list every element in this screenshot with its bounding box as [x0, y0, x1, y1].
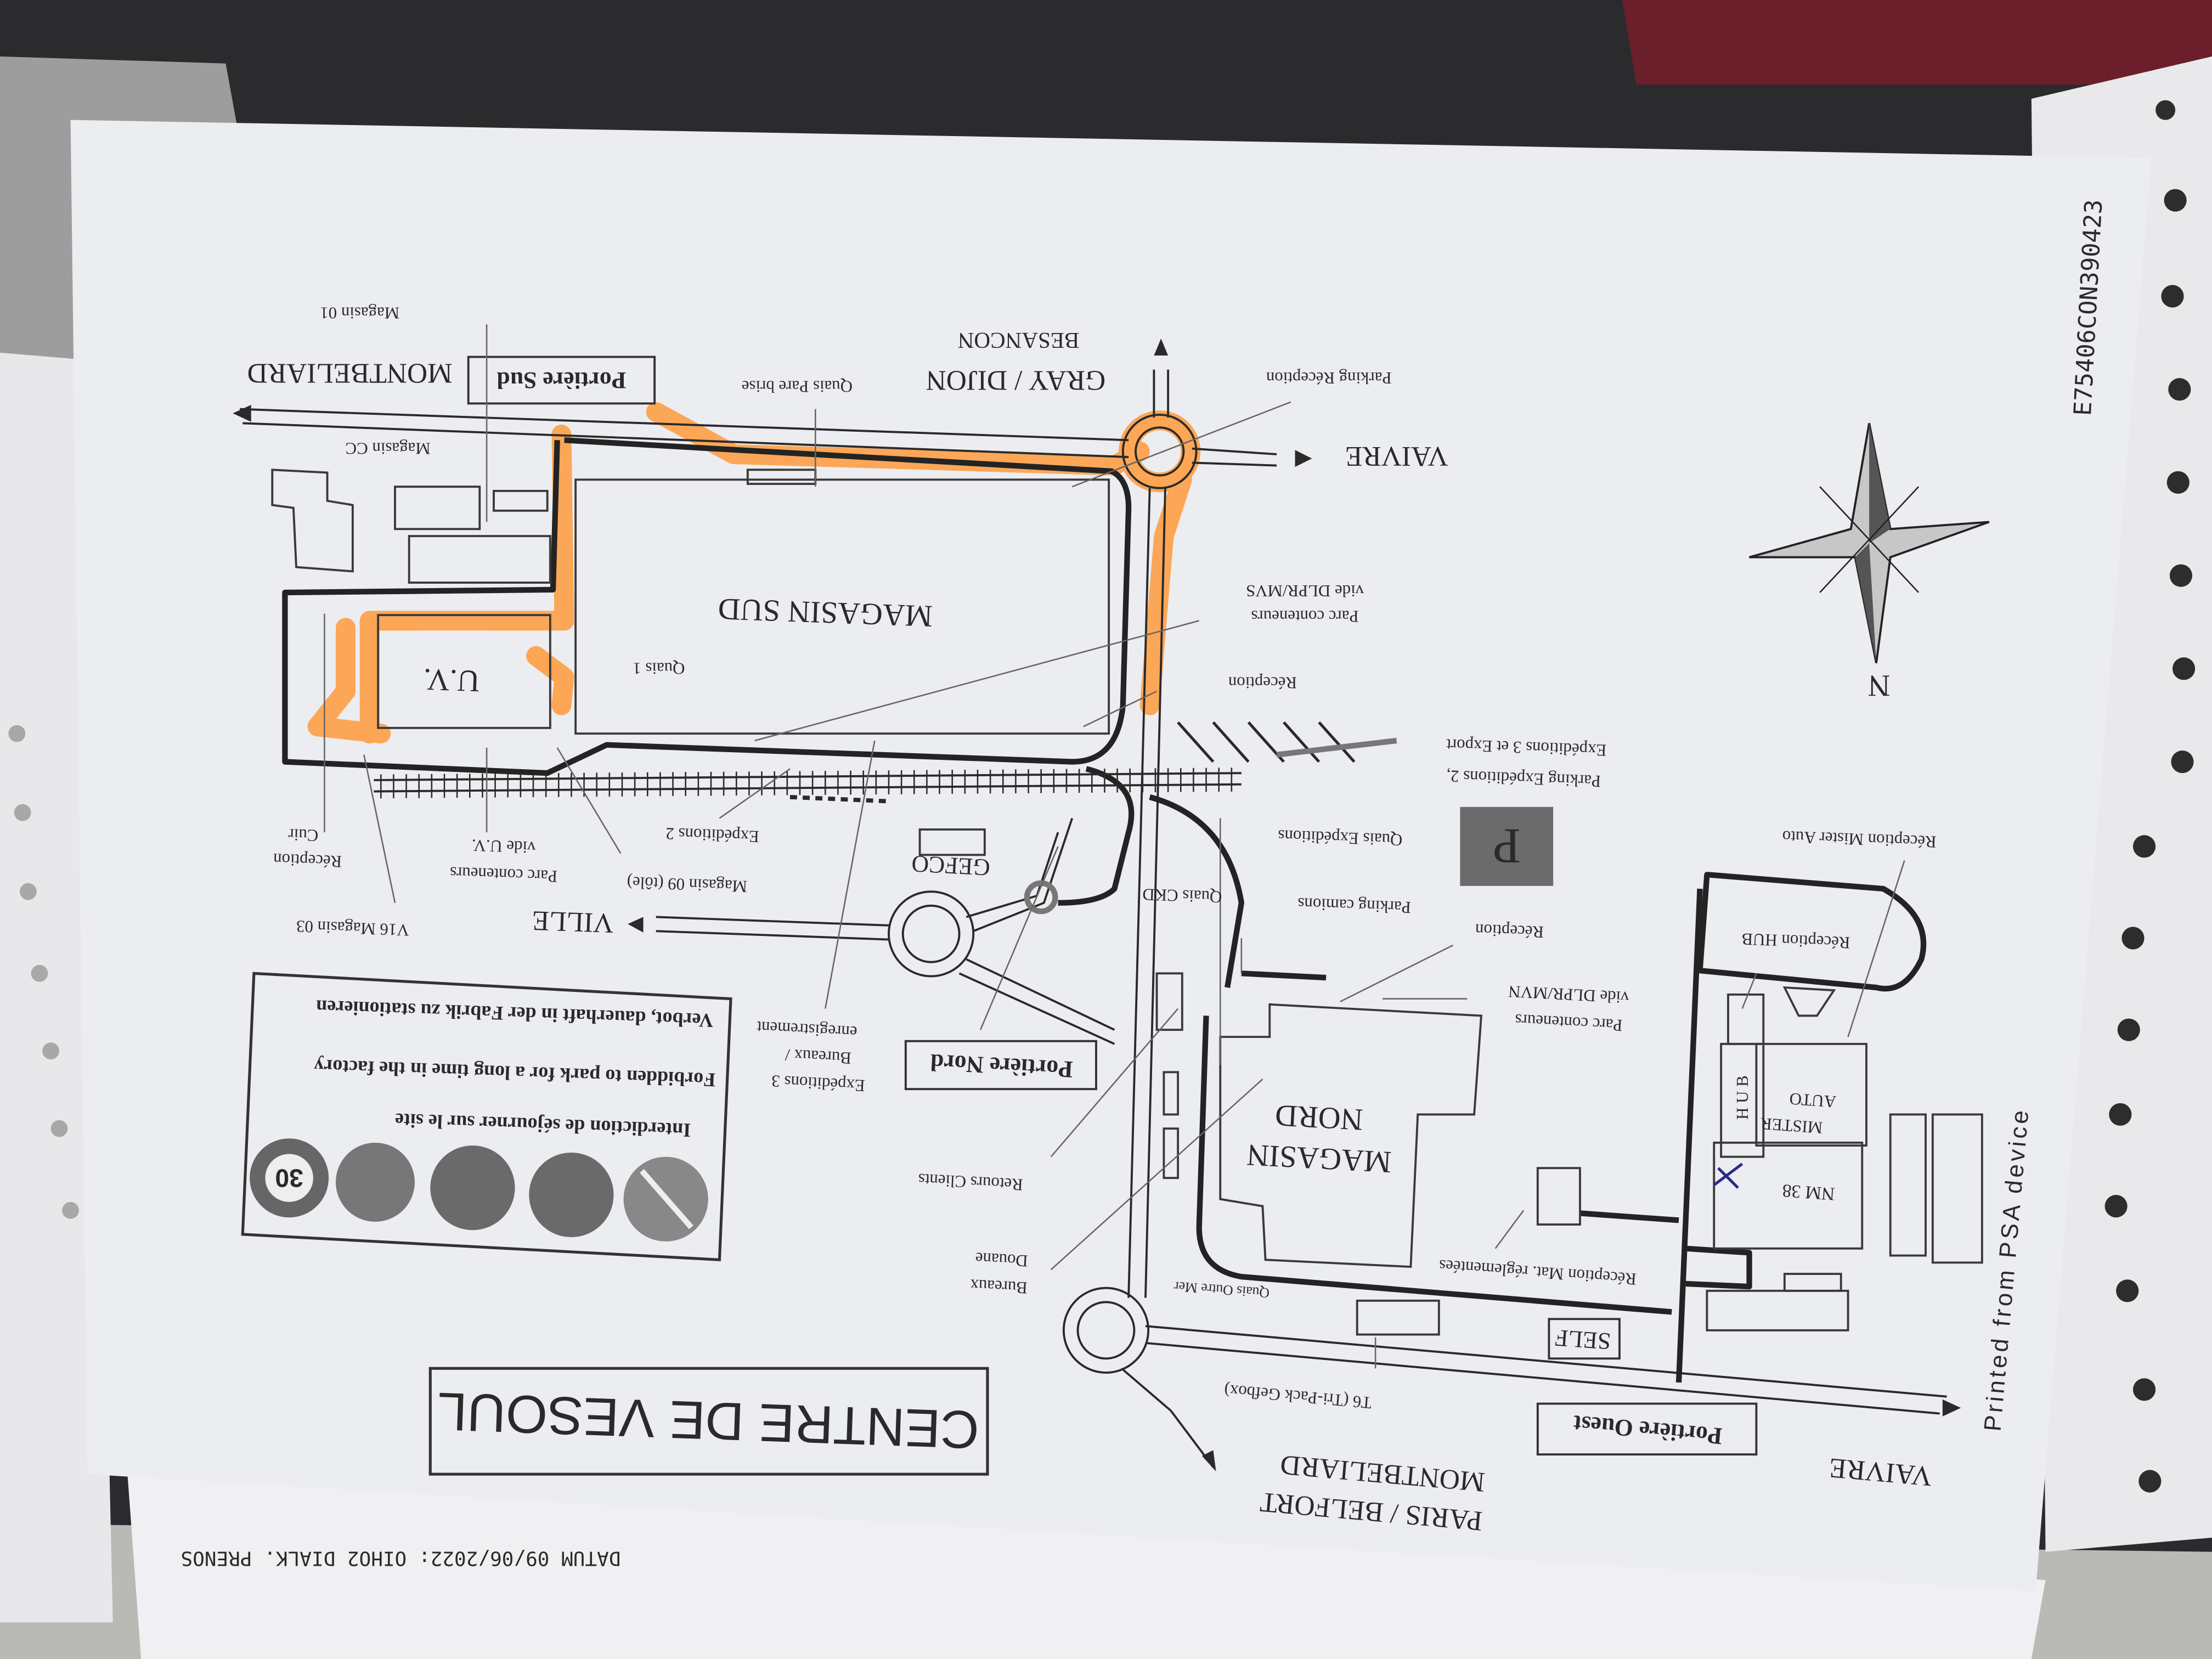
label-quais-ckd: Quais CKD [1142, 885, 1222, 906]
label-bureaux-douane-line2: Douane [975, 1249, 1029, 1271]
parking-letter: P [1493, 818, 1521, 874]
no-hands-icon [336, 1142, 415, 1222]
safety-vest-icon [529, 1152, 614, 1238]
label-parking-camions: Parking camions [1297, 894, 1412, 917]
site-perimeter [282, 437, 1927, 1383]
label-reception-cuir-line2: Cuir [288, 825, 319, 845]
compass-rose-icon [1749, 423, 1990, 663]
building-mister-auto-line1: MISTER [1760, 1114, 1824, 1137]
label-parc-uv-line2: vide U.V. [471, 836, 536, 857]
gate-sud-box [467, 356, 656, 405]
regulation-sign-box [241, 972, 732, 1261]
building-magasin-nord-line2: NORD [1274, 1098, 1364, 1136]
red-seat [1622, 0, 2212, 85]
label-reception-hub: Réception HUB [1741, 929, 1850, 952]
magasin-nord-building [1219, 1003, 1483, 1268]
building-uv: U.V. [423, 662, 481, 698]
safety-icons [250, 1138, 708, 1242]
direction-ville: VILLE [532, 905, 614, 939]
buildings [271, 469, 1983, 1336]
parking-hatch [1177, 721, 1356, 763]
map-paper [70, 120, 2152, 1592]
building-hub: H U B [1733, 1075, 1752, 1120]
building-mister-auto-line2: AUTO [1789, 1090, 1837, 1111]
label-quais-pare-brise: Quais Pare brise [742, 377, 853, 396]
label-magasin-cc: Magasin CC [346, 439, 431, 458]
uv-building [377, 614, 551, 729]
label-magasin-09: Magasin 09 (tôle) [627, 873, 747, 896]
label-magasin-01: Magasin 01 [320, 304, 399, 323]
railway-ties [380, 768, 1233, 799]
gate-nord-box [904, 1040, 1097, 1091]
underlying-sheet [127, 1467, 2046, 1659]
gate-ouest-box [1536, 1402, 1758, 1456]
label-reception-cuir-line1: Réception [273, 850, 342, 871]
label-parc-uv-line1: Parc conteneurs [449, 864, 557, 886]
gate-sud[interactable]: Portière Sud [496, 367, 626, 393]
label-reception-nord: Réception [1475, 921, 1544, 941]
underlying-sheet-text: DATUM 09/06/2022: OIHO2 DIALK. PRENOS [180, 1547, 620, 1570]
direction-montbeliard-top: MONTBELIARD [247, 357, 453, 388]
title-box [428, 1367, 989, 1476]
magasin-sud-building [574, 478, 1110, 735]
label-parc-dlpr-mvs-line2: vide DLPR/MVS [1246, 582, 1364, 600]
compass-north-label: N [1868, 669, 1891, 703]
building-magasin-nord-line1: MAGASIN [1246, 1137, 1392, 1179]
label-quais-expeditions: Quais Expéditions [1278, 826, 1403, 849]
building-magasin-sud: MAGASIN SUD [718, 591, 933, 633]
label-reception-sud: Réception [1228, 673, 1297, 692]
label-v16-magasin-03: V16 Magasin 03 [296, 917, 410, 939]
building-self: SELF [1554, 1324, 1612, 1355]
self-box [1548, 1318, 1621, 1360]
label-parc-dlpr-mvs-line1: Parc conteneurs [1251, 607, 1359, 625]
railway [374, 772, 1242, 804]
label-bureaux: Bureaux / [785, 1046, 852, 1068]
label-parking-reception: Parking Réception [1266, 369, 1392, 387]
direction-gray-dijon: GRAY / DIJON [926, 364, 1106, 396]
building-gefco: GEFCO [911, 850, 991, 881]
direction-vaivre-top: VAIVRE [1345, 441, 1448, 472]
parking-arrow [1276, 737, 1397, 758]
label-bureaux-douane-line1: Bureaux [969, 1276, 1028, 1297]
safety-shoes-icon [430, 1146, 515, 1231]
pen-cross-mark [1713, 1163, 1743, 1189]
speed-limit-value: 30 [275, 1164, 303, 1193]
label-leader-lines [324, 324, 1905, 1369]
paris-road [1170, 1410, 1214, 1468]
perforation-holes [2104, 100, 2196, 1493]
direction-besancon: BESANCON [958, 328, 1080, 353]
label-expeditions-2: Expéditions 2 [665, 824, 760, 846]
building-nm38: NM 38 [1782, 1180, 1836, 1204]
label-quais-1: Quais 1 [633, 659, 685, 678]
parking-sign [1460, 806, 1554, 886]
roads [240, 369, 1947, 1415]
